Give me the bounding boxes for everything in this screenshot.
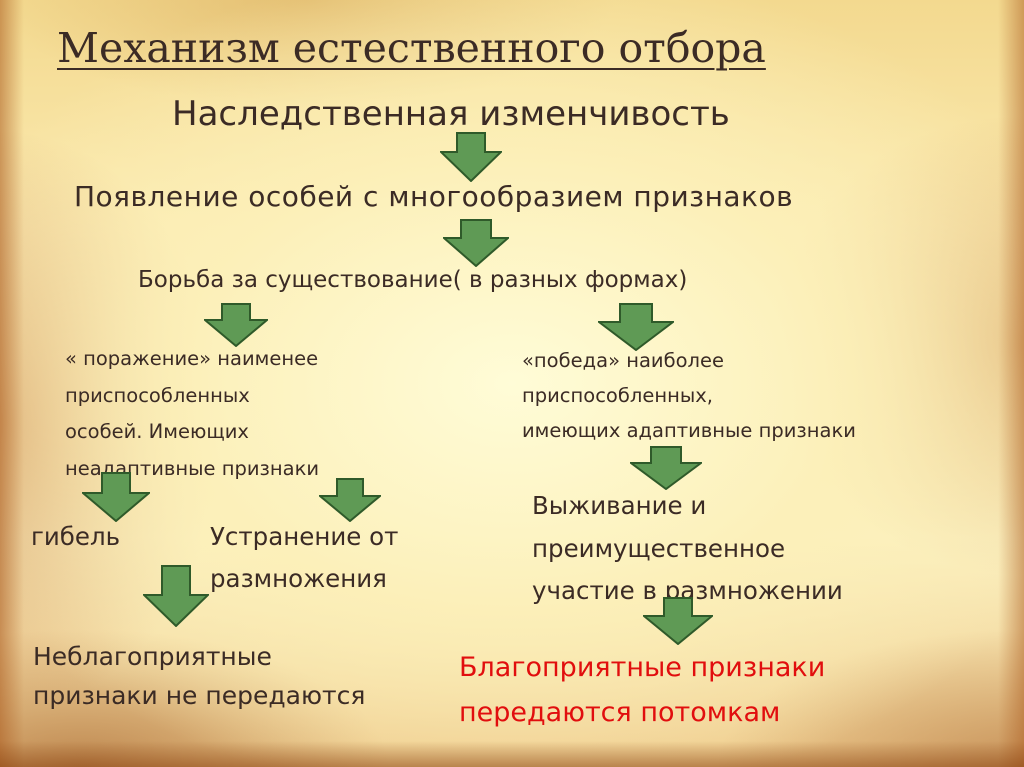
survival-line: участие в размножении [532,570,952,613]
unfavorable-result: Неблагоприятные признаки не передаются [33,637,443,715]
victory-block: «победа» наиболее приспособленных, имеющ… [522,343,962,448]
burnt-edge-left [0,0,24,767]
slide-title: Механизм естественного отбора [57,28,766,69]
step-diversity: Появление особей с многообразием признак… [74,183,793,211]
favorable-line: передаются потомкам [459,690,979,735]
down-arrow-icon [319,478,381,522]
favorable-result: Благоприятные признаки передаются потомк… [459,645,979,735]
step-heredity: Наследственная изменчивость [172,97,730,131]
elimination-line: размножения [210,558,440,600]
down-arrow-icon [204,303,268,347]
defeat-line: особей. Имеющих [65,414,395,451]
victory-line: приспособленных, [522,378,962,413]
death-label: гибель [31,525,120,550]
down-arrow-icon [143,565,209,627]
step-struggle: Борьба за существование( в разных формах… [138,269,687,292]
down-arrow-icon [443,219,509,267]
unfavorable-line: признаки не передаются [33,676,443,715]
elimination-line: Устранение от [210,516,440,558]
down-arrow-icon [643,597,713,645]
survival-line: преимущественное [532,528,952,571]
down-arrow-icon [630,446,702,490]
elimination-block: Устранение от размножения [210,516,440,600]
down-arrow-icon [82,472,150,522]
defeat-block: « поражение» наименее приспособленных ос… [65,341,395,487]
survival-line: Выживание и [532,485,952,528]
burnt-edge-right [998,0,1024,767]
unfavorable-line: Неблагоприятные [33,637,443,676]
victory-line: имеющих адаптивные признаки [522,413,962,448]
burnt-edge-bottom [0,741,1024,767]
down-arrow-icon [598,303,674,351]
down-arrow-icon [440,132,502,182]
defeat-line: приспособленных [65,378,395,415]
victory-line: «победа» наиболее [522,343,962,378]
favorable-line: Благоприятные признаки [459,645,979,690]
survival-block: Выживание и преимущественное участие в р… [532,485,952,613]
